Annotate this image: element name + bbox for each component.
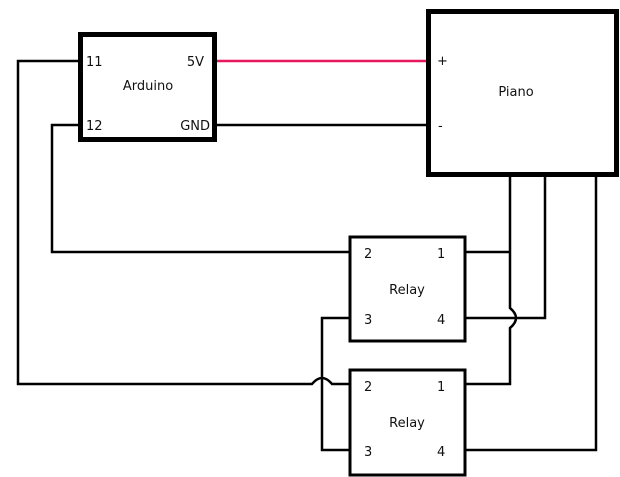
relay-1-pin-1: 1 bbox=[437, 247, 445, 262]
arduino-pin-5v: 5V bbox=[187, 55, 204, 70]
relay-2-pin-4: 4 bbox=[437, 445, 445, 460]
arduino-pin-12: 12 bbox=[86, 119, 103, 134]
relay-2-block: Relay 2 1 3 4 bbox=[348, 368, 467, 477]
arduino-pin-gnd: GND bbox=[180, 119, 210, 134]
relay-2-pin-1: 1 bbox=[437, 380, 445, 395]
relay-2-pin-3: 3 bbox=[364, 445, 372, 460]
arduino-label: Arduino bbox=[123, 79, 173, 94]
wire-relay1-pin4-to-piano bbox=[465, 176, 547, 320]
piano-label: Piano bbox=[498, 85, 533, 100]
relay-1-label: Relay bbox=[389, 283, 425, 298]
relay-1-pin-4: 4 bbox=[437, 313, 445, 328]
relay-2-label: Relay bbox=[389, 416, 425, 431]
wire-relay1-pin1-relay2-pin1 bbox=[465, 176, 518, 386]
piano-block: Piano + - bbox=[426, 9, 619, 177]
arduino-pin-11: 11 bbox=[86, 55, 103, 70]
relay-1-pin-3: 3 bbox=[364, 313, 372, 328]
wire-pin12-to-relay1-pin2 bbox=[50, 123, 350, 254]
relay-1-block: Relay 2 1 3 4 bbox=[348, 235, 467, 343]
relay-2-pin-2: 2 bbox=[364, 380, 372, 395]
wire-pin11-to-relay2-pin2 bbox=[16, 59, 350, 386]
wire-relay2-pin4-to-piano bbox=[465, 176, 598, 452]
wire-relay1-pin3-to-relay2-pin3 bbox=[320, 316, 350, 452]
arduino-block: Arduino 11 5V 12 GND bbox=[78, 32, 217, 142]
piano-pin-plus: + bbox=[437, 54, 448, 69]
relay-1-pin-2: 2 bbox=[364, 247, 372, 262]
piano-pin-minus: - bbox=[438, 119, 443, 134]
